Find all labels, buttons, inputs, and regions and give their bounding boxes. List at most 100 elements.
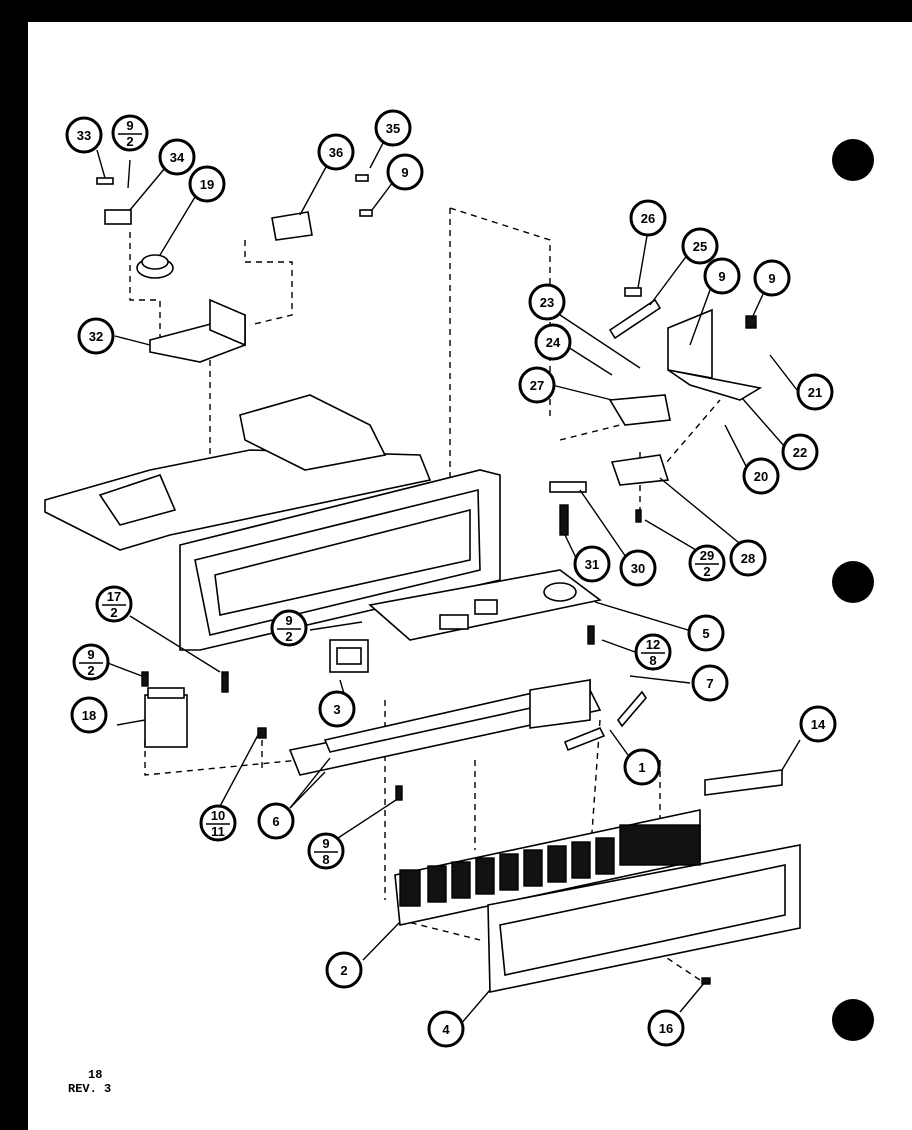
callout-circle [111, 114, 149, 152]
callout-number: 16 [659, 1021, 673, 1036]
fasteners [141, 509, 711, 985]
callout-circle [796, 373, 834, 411]
callout-circle [307, 832, 345, 870]
callout-number: 9 [718, 269, 725, 284]
callout-circle [681, 227, 719, 265]
callout-number: 34 [170, 150, 185, 165]
callout-number: 23 [540, 295, 554, 310]
callout-number: 3 [333, 702, 340, 717]
callout-circle [270, 609, 308, 647]
callout-number: 29 [700, 548, 714, 563]
callout-number: 9 [322, 836, 329, 851]
callout-5: 5 [687, 614, 725, 652]
callout-circle [742, 457, 780, 495]
callout-28: 28 [729, 539, 767, 577]
timer-motor-assembly [96, 177, 246, 363]
binder-hole-middle [832, 561, 874, 603]
sheet-number: 18 [88, 1068, 103, 1082]
revision-label: REV. 3 [68, 1082, 112, 1096]
transformer-part [329, 639, 369, 673]
callout-subnumber: 2 [110, 605, 117, 620]
callout-25: 25 [681, 227, 719, 265]
callout-number: 9 [768, 271, 775, 286]
callout-subnumber: 2 [285, 629, 292, 644]
callout-2: 2 [325, 951, 363, 989]
callout-circle [72, 643, 110, 681]
callout-21: 21 [796, 373, 834, 411]
callout-35: 35 [374, 109, 412, 147]
callout-number: 9 [401, 165, 408, 180]
callout-circle [629, 199, 667, 237]
callout-number: 10 [211, 808, 225, 823]
callout-number: 20 [754, 469, 768, 484]
callout-subnumber: 2 [87, 663, 94, 678]
assembly-guide-lines [129, 207, 721, 981]
callout-circle [427, 1010, 465, 1048]
callout-circle [753, 259, 791, 297]
callout-19: 19 [188, 165, 226, 203]
callout-circle [188, 165, 226, 203]
callout-9: 9 [753, 259, 791, 297]
callout-31: 31 [573, 545, 611, 583]
callout-circle [691, 664, 729, 702]
callout-number: 9 [87, 647, 94, 662]
callout-circle [318, 690, 356, 728]
callout-14: 14 [799, 705, 837, 743]
callout-number: 19 [200, 177, 214, 192]
callout-number: 25 [693, 239, 707, 254]
callout-circle [781, 433, 819, 471]
control-panel [394, 769, 801, 993]
control-board [368, 569, 602, 641]
callout-number: 35 [386, 121, 400, 136]
callout-23: 23 [528, 283, 566, 321]
callout-circle [687, 614, 725, 652]
callout-subnumber: 2 [126, 134, 133, 149]
binder-hole-bottom [832, 999, 874, 1041]
callout-circle [325, 951, 363, 989]
terminal-block [144, 687, 188, 748]
callout-circle [257, 802, 295, 840]
callout-circle [623, 748, 661, 786]
callout-circle [317, 133, 355, 171]
callout-20: 20 [742, 457, 780, 495]
callout-circle [634, 633, 672, 671]
callout-circle [158, 138, 196, 176]
callout-circle [518, 366, 556, 404]
callout-number: 5 [702, 626, 709, 641]
callout-27: 27 [518, 366, 556, 404]
callout-circle [729, 539, 767, 577]
callout-22: 22 [781, 433, 819, 471]
callout-number: 24 [546, 335, 561, 350]
housing-assembly [44, 394, 501, 651]
callout-9-8: 98 [307, 832, 345, 870]
callout-9-2: 92 [111, 114, 149, 152]
callout-circle [95, 585, 133, 623]
callout-17-2: 172 [95, 585, 133, 623]
callout-number: 9 [285, 613, 292, 628]
callout-circle [199, 804, 237, 842]
callout-number: 33 [77, 128, 91, 143]
callout-16: 16 [647, 1009, 685, 1047]
callout-7: 7 [691, 664, 729, 702]
callout-1: 1 [623, 748, 661, 786]
callout-32: 32 [77, 317, 115, 355]
callout-29-2: 292 [688, 544, 726, 582]
callout-33: 33 [65, 116, 103, 154]
binder-hole-top [832, 139, 874, 181]
callout-subnumber: 8 [649, 653, 656, 668]
callout-number: 21 [808, 385, 822, 400]
mounting-bracket [288, 678, 602, 776]
callout-9: 9 [703, 257, 741, 295]
callout-number: 27 [530, 378, 544, 393]
callout-36: 36 [317, 133, 355, 171]
callout-number: 36 [329, 145, 343, 160]
callout-circle [65, 116, 103, 154]
callout-subnumber: 2 [703, 564, 710, 579]
callout-6: 6 [257, 802, 295, 840]
callout-number: 1 [638, 760, 645, 775]
callout-number: 12 [646, 637, 660, 652]
